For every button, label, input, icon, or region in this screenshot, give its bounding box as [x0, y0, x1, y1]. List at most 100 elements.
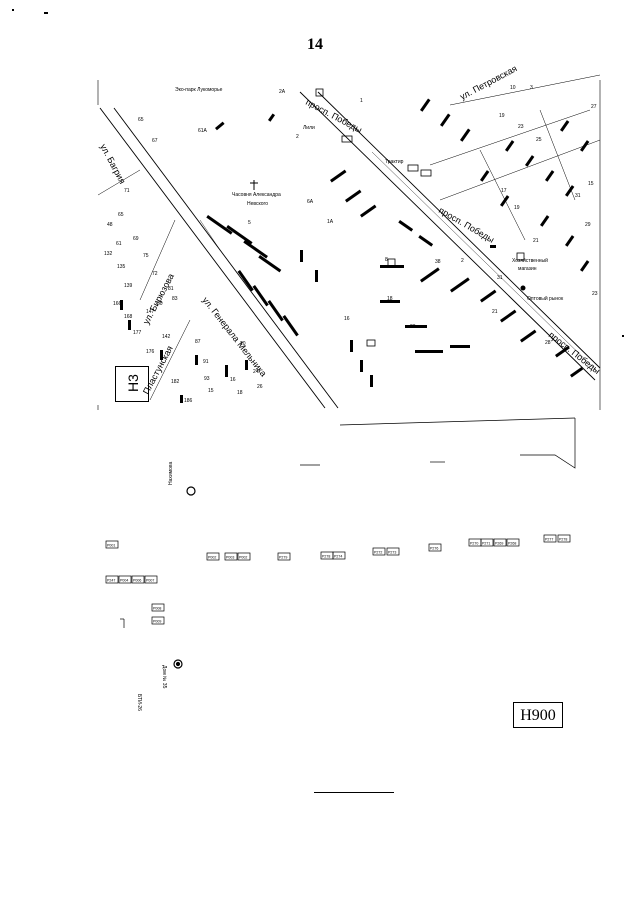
street-label: ул. Бирюзова [141, 272, 176, 326]
house-number: 29 [585, 222, 591, 228]
building-icons [315, 88, 525, 347]
station-marker: Р002 [206, 552, 220, 561]
house-number: 21 [492, 309, 498, 315]
house-number: 48 [107, 222, 113, 228]
station-marker: Р009 [151, 616, 165, 625]
house-number: 17 [501, 188, 507, 194]
station-code: Р276 [430, 547, 438, 551]
house-number: 177 [133, 330, 142, 336]
house-number: 91 [203, 359, 209, 365]
page-number: 14 [307, 36, 323, 53]
station-box [493, 538, 507, 547]
house-number: 80 [157, 301, 163, 307]
sheet-code-left: Н3 [115, 366, 149, 402]
corner-mark [12, 9, 14, 11]
house-number: 1 [360, 98, 363, 104]
station-code: Р006 [133, 579, 141, 583]
station-marker: Р007 [144, 575, 158, 584]
house-number: 31 [575, 193, 581, 199]
house-number: 23 [518, 124, 524, 130]
station-code: Р002 [239, 556, 247, 560]
station-code: Р272 [374, 551, 382, 555]
station-code: Р273 [388, 551, 396, 555]
poi-label: Хозяйственный [512, 257, 548, 264]
station-box [151, 616, 165, 625]
station-marker: Р001 [105, 540, 119, 549]
house-number: 186 [184, 398, 193, 404]
station-marker: Р274 [332, 551, 346, 560]
station-marker: Р270 [468, 538, 482, 547]
station-box [224, 552, 238, 561]
house-number: 16 [344, 316, 350, 322]
station-box [206, 552, 220, 561]
corner-mark [44, 12, 48, 14]
station-marker: Р276 [428, 543, 442, 552]
station-box [277, 552, 291, 561]
house-number: 61А [198, 128, 208, 134]
house-number: 65 [138, 117, 144, 123]
station-box [386, 547, 400, 556]
gear-icon [173, 659, 183, 669]
buildings [120, 98, 590, 403]
house-number: 8 [385, 257, 388, 263]
house-number: 6А [307, 199, 314, 205]
house-number: 135 [117, 264, 126, 270]
secondary-streets [97, 74, 601, 401]
station-code: Р007 [146, 579, 154, 583]
road-prosp-pobedy [299, 91, 601, 381]
station-marker: Р278 [557, 534, 571, 543]
street-label: ул. Генерала Мельника [200, 295, 268, 378]
station-marker: Р008 [151, 603, 165, 612]
house-number: 75 [143, 253, 149, 259]
poi-label: Эко-парк Лукоморье [175, 87, 223, 93]
station-marker: Р268 [506, 538, 520, 547]
station-code: Р002 [208, 556, 216, 560]
house-number: 16 [230, 377, 236, 383]
station-box [480, 538, 494, 547]
house-number: 2 [461, 258, 464, 264]
house-number: 132 [104, 251, 113, 257]
station-code: Р279 [279, 556, 287, 560]
house-number: 5 [248, 220, 251, 226]
station-marker: Р269 [493, 538, 507, 547]
station-box [557, 534, 571, 543]
signature-rule [314, 792, 394, 793]
house-number: 1А [327, 219, 334, 225]
station-marker: Р278 [320, 551, 334, 560]
station-marker: Р272 [372, 547, 386, 556]
house-number: 2А [279, 89, 286, 95]
house-number: 69 [133, 236, 139, 242]
sheet-code-right: Н900 [513, 702, 563, 728]
station-code: Р004 [120, 579, 128, 583]
house-number: 19 [499, 113, 505, 119]
house-number: 31 [497, 275, 503, 281]
station-code: Р008 [153, 607, 161, 611]
house-number: 19 [514, 205, 520, 211]
station-box [372, 547, 386, 556]
station-code: Р270 [470, 542, 478, 546]
house-number: 71 [124, 188, 130, 194]
house-number: 65 [118, 212, 124, 218]
house-number: 168 [124, 314, 133, 320]
station-marker: Р002 [237, 552, 251, 561]
landmark-label: БТИ-26 [136, 694, 142, 711]
station-box [428, 543, 442, 552]
house-number: 28 [545, 340, 551, 346]
landmark-label: Нахимова [168, 461, 174, 485]
station-box [105, 540, 119, 549]
station-code: Р278 [322, 555, 330, 559]
map-frame [97, 80, 601, 410]
station-marker: Р247 [105, 575, 119, 584]
house-number: 18 [237, 390, 243, 396]
house-number: 142 [162, 334, 171, 340]
station-box [118, 575, 132, 584]
house-number: 182 [171, 379, 180, 385]
house-number: 93 [204, 376, 210, 382]
sheet-code-left-text: Н3 [125, 374, 141, 392]
station-code: Р001 [107, 544, 115, 548]
market-icon [520, 285, 526, 291]
road-general-melnik [99, 107, 339, 409]
house-number: 24 [253, 369, 259, 375]
house-number: 2 [296, 134, 299, 140]
